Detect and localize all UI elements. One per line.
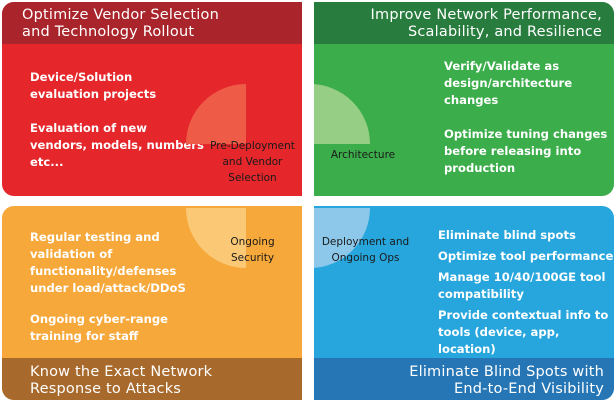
cross-divider-horizontal — [186, 196, 430, 206]
quadrant-items: Eliminate blind spots Optimize tool perf… — [438, 228, 614, 356]
quadrant-title: Improve Network Performance, Scalability… — [370, 7, 602, 40]
quadrant-items: Device/Solution evaluation projects Eval… — [30, 70, 204, 169]
circle-label-deployment: Deployment and Ongoing Ops — [321, 236, 410, 264]
quadrant-header — [2, 358, 302, 400]
quadrant-vendor-selection: Optimize Vendor Selection and Technology… — [2, 2, 302, 196]
quadrant-attack-response: Know the Exact Network Response to Attac… — [2, 206, 302, 400]
quadrant-blind-spots: Eliminate Blind Spots with End-to-End Vi… — [314, 206, 614, 400]
quadrant-network-performance: Improve Network Performance, Scalability… — [314, 2, 614, 196]
quadrant-items: Verify/Validate as design/architecture c… — [444, 59, 608, 175]
quadrant-header — [314, 2, 614, 44]
quadrant-title: Eliminate Blind Spots with End-to-End Vi… — [409, 364, 604, 397]
quadrant-header — [2, 2, 302, 44]
quadrant-header — [314, 358, 614, 400]
quadrant-title: Optimize Vendor Selection and Technology… — [22, 7, 219, 40]
cross-divider-vertical — [302, 84, 314, 268]
circle-label-pre-deployment: Pre-Deployment and Vendor Selection — [210, 140, 295, 184]
quadrant-title: Know the Exact Network Response to Attac… — [30, 364, 213, 397]
quadrant-items: Regular testing and validation of functi… — [30, 230, 186, 343]
circle-label-security: Ongoing Security — [230, 236, 275, 264]
circle-label-architecture: Architecture — [330, 149, 396, 161]
